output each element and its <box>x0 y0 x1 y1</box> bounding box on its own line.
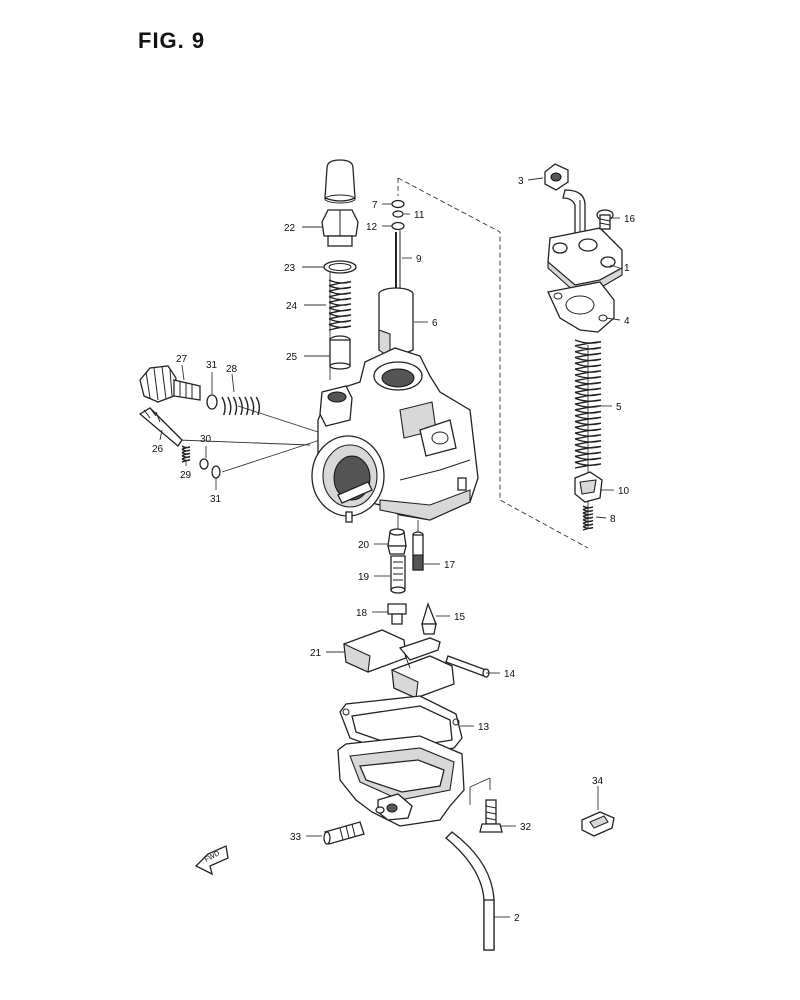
part-25-plunger <box>329 335 351 370</box>
part-3-cap-nut <box>544 163 569 191</box>
callout-8: 8 <box>610 514 616 525</box>
part-16-screw <box>596 209 614 230</box>
callout-14: 14 <box>504 669 516 680</box>
callout-10: 10 <box>618 486 630 497</box>
figure-title: FIG. 9 <box>138 28 206 53</box>
callout-20: 20 <box>358 540 370 551</box>
part-19-needle-jet <box>390 555 406 594</box>
callout-13: 13 <box>478 722 490 733</box>
callout-11: 11 <box>414 210 425 221</box>
callout-28: 28 <box>226 364 238 375</box>
callout-3: 3 <box>518 176 524 187</box>
part-15-float-valve <box>421 602 437 635</box>
callout-24: 24 <box>286 301 298 312</box>
callout-labels: 1 2 3 4 5 6 7 8 9 10 11 12 13 14 15 16 1… <box>152 176 636 924</box>
part-22-cap-nut <box>321 209 359 247</box>
part-34-clamp <box>581 811 615 837</box>
float-bowl <box>337 735 465 827</box>
part-26-pilot-screw <box>138 407 183 447</box>
fwd-arrow-icon: FWD <box>194 845 229 876</box>
callout-4: 4 <box>624 316 630 327</box>
callout-1: 1 <box>624 263 630 274</box>
part-27-starter-knob <box>139 365 201 403</box>
part-24-spring <box>328 279 352 331</box>
callout-30: 30 <box>200 434 212 445</box>
part-31-ring-upper <box>206 394 218 410</box>
part-30-washer <box>199 458 209 470</box>
part-18-main-jet <box>387 603 407 625</box>
part-29-spring <box>181 445 191 463</box>
part-12-washer <box>391 221 405 231</box>
part-10-needle-clip <box>574 471 603 503</box>
callout-31-upper: 31 <box>206 360 218 371</box>
callout-16: 16 <box>624 214 636 225</box>
callout-15: 15 <box>454 612 466 623</box>
callout-19: 19 <box>358 572 370 583</box>
callout-32: 32 <box>520 822 532 833</box>
part-20-jet-holder <box>387 528 407 555</box>
part-6-throttle-valve <box>378 287 414 357</box>
callout-21: 21 <box>310 648 322 659</box>
callout-23: 23 <box>284 263 296 274</box>
part-21-float <box>343 629 455 699</box>
part-cap-top <box>324 159 356 204</box>
part-5-spring <box>574 339 602 469</box>
callout-7: 7 <box>372 200 378 211</box>
callout-12: 12 <box>366 222 378 233</box>
callout-25: 25 <box>286 352 298 363</box>
callout-17: 17 <box>444 560 456 571</box>
callout-27: 27 <box>176 354 188 365</box>
part-2-drain-tube <box>445 831 495 951</box>
part-33-drain-screw <box>323 821 365 845</box>
callout-31-lower: 31 <box>210 494 222 505</box>
callout-34: 34 <box>592 776 604 787</box>
part-1-throttle-cap <box>547 227 623 293</box>
part-11-ring <box>392 210 404 218</box>
part-28-spring <box>221 396 261 416</box>
callout-9: 9 <box>416 254 422 265</box>
part-8-needle <box>582 505 594 531</box>
callout-2: 2 <box>514 913 520 924</box>
part-17-pilot-jet <box>412 531 424 571</box>
callout-5: 5 <box>616 402 622 413</box>
part-9-needle <box>395 232 401 290</box>
callout-33: 33 <box>290 832 302 843</box>
part-32-screw <box>479 799 503 833</box>
carburetor-body <box>311 347 479 523</box>
part-31-ring-lower <box>211 465 221 479</box>
part-4-gasket <box>547 281 615 333</box>
part-7-washer <box>391 199 405 209</box>
callout-18: 18 <box>356 608 368 619</box>
callout-leaders <box>159 177 621 918</box>
callout-26: 26 <box>152 444 164 455</box>
callout-22: 22 <box>284 223 296 234</box>
callout-29: 29 <box>180 470 192 481</box>
callout-6: 6 <box>432 318 438 329</box>
